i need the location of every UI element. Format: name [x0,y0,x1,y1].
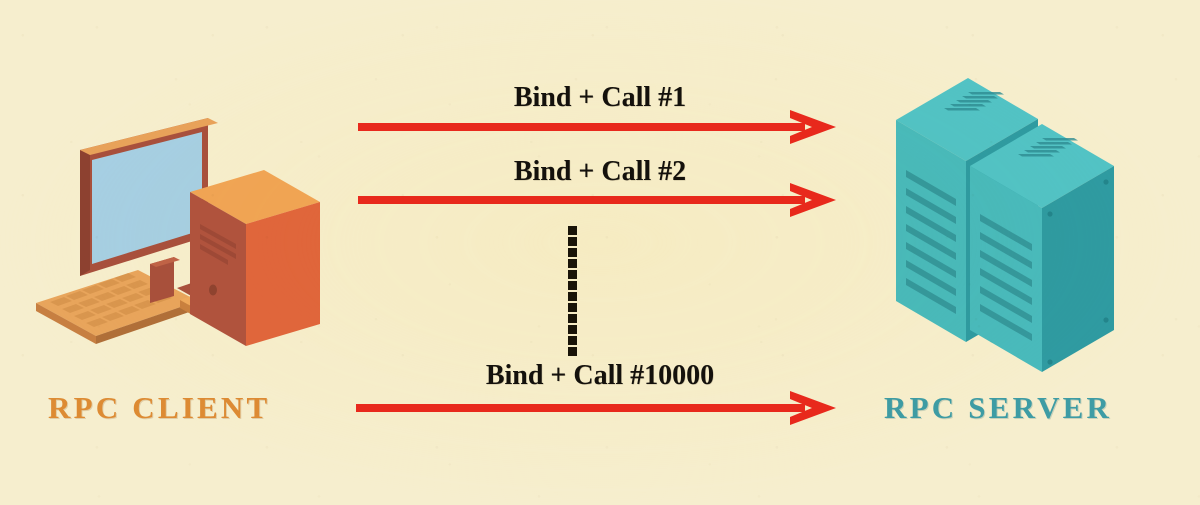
client-label: RPC CLIENT [48,390,271,425]
server-label: RPC SERVER [884,390,1113,425]
server-tower-front [970,124,1114,372]
desktop-computer-icon [22,118,322,358]
monitor-icon [80,118,218,303]
flow-arrow-2 [356,391,836,425]
ellipsis-dots [568,226,577,356]
flow-label-bind-call-10000: Bind + Call #10000 [485,360,715,391]
flow-label-bind-call-2: Bind + Call #2 [513,156,687,187]
computer-tower-icon [190,170,320,346]
flow-arrow-0 [358,110,836,144]
flow-arrow-1 [358,183,836,217]
client-computer-svg [36,118,320,346]
server-rack-svg [896,78,1114,372]
flow-label-bind-call-1: Bind + Call #1 [513,82,687,113]
server-rack-icon [858,62,1168,387]
